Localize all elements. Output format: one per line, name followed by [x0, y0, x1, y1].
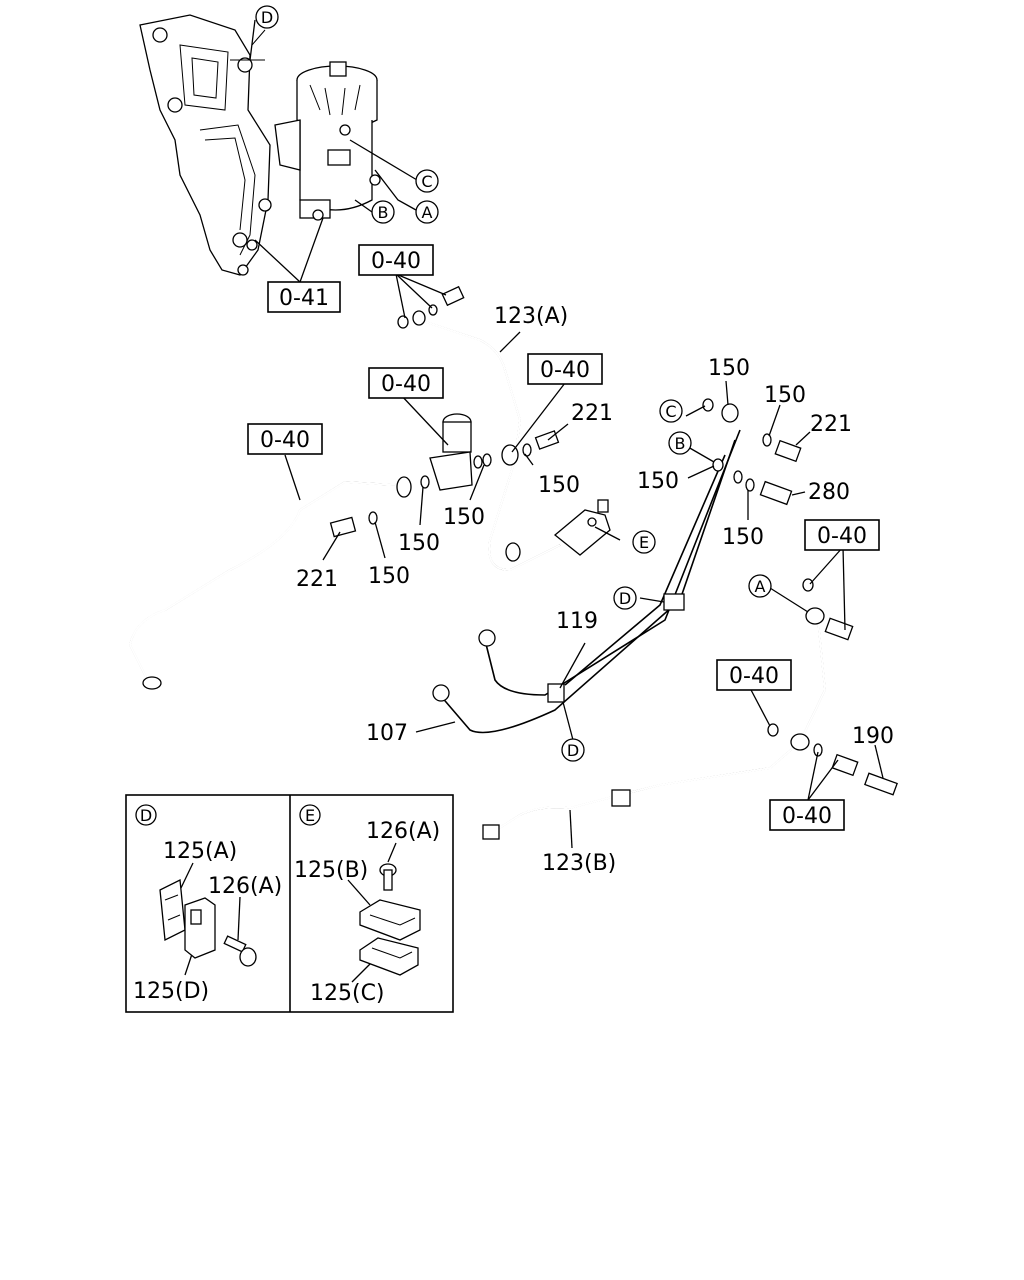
- label-150-f: 150: [764, 383, 806, 408]
- svg-text:B: B: [675, 434, 686, 453]
- detail-e: E 126(A) 125(B) 125(C): [294, 804, 440, 1006]
- svg-text:0-40: 0-40: [782, 804, 832, 829]
- svg-text:0-40: 0-40: [817, 524, 867, 549]
- svg-text:D: D: [140, 806, 152, 825]
- svg-text:C: C: [421, 172, 432, 191]
- pipe-long-left: [128, 480, 396, 690]
- svg-text:0-40: 0-40: [260, 428, 310, 453]
- label-125d: 125(D): [133, 979, 209, 1004]
- svg-text:0-41: 0-41: [279, 286, 329, 311]
- svg-text:B: B: [378, 203, 389, 222]
- callout-d-right: D: [613, 586, 637, 610]
- ref-box-0-40-c: 0-40: [368, 367, 444, 399]
- label-280: 280: [808, 480, 850, 505]
- ref-box-0-40-g: 0-40: [769, 799, 845, 831]
- svg-text:A: A: [755, 577, 766, 596]
- detail-panel: [125, 794, 454, 1013]
- label-126a-d: 126(A): [208, 874, 282, 899]
- label-150-c: 150: [398, 531, 440, 556]
- label-150-a: 150: [538, 473, 580, 498]
- fittings-right: [702, 398, 898, 796]
- filter-leaders: [254, 139, 418, 283]
- callout-a-filter: A: [415, 200, 439, 224]
- label-150-b: 150: [443, 505, 485, 530]
- detail-d: D 125(A) 126(A) 125(D): [133, 804, 282, 1004]
- callout-b-right: B: [668, 431, 692, 455]
- fitting-top: [397, 285, 560, 562]
- leader-lines: [284, 273, 884, 849]
- svg-text:0-40: 0-40: [540, 358, 590, 383]
- fitting-e-bracket: [553, 499, 611, 556]
- callout-d-bracket: D: [255, 5, 279, 29]
- label-126a-e: 126(A): [366, 819, 440, 844]
- label-190: 190: [852, 724, 894, 749]
- label-150-g: 150: [637, 469, 679, 494]
- ref-box-0-40-d: 0-40: [247, 423, 323, 455]
- label-221-c: 221: [810, 412, 852, 437]
- label-221-a: 221: [571, 401, 613, 426]
- svg-text:D: D: [261, 8, 273, 27]
- pipe-123b: [482, 607, 827, 840]
- ref-box-0-40-f: 0-40: [716, 659, 792, 691]
- callout-d-lower: D: [561, 738, 585, 762]
- label-150-d: 150: [368, 564, 410, 589]
- svg-text:A: A: [422, 203, 433, 222]
- banjo-junction: [329, 413, 492, 538]
- label-221-b: 221: [296, 567, 338, 592]
- part-labels: 123(A) 221 150 150 150 150 221 150 150 2…: [296, 304, 894, 876]
- ref-box-0-40-e: 0-40: [804, 519, 880, 551]
- label-123a: 123(A): [494, 304, 568, 329]
- label-107: 107: [366, 721, 408, 746]
- label-150-e: 150: [708, 356, 750, 381]
- label-125b: 125(B): [294, 858, 368, 883]
- callout-c-right: C: [659, 399, 683, 423]
- callout-b-filter: B: [371, 200, 395, 224]
- callout-e-right: E: [632, 530, 656, 554]
- label-125a: 125(A): [163, 839, 237, 864]
- pipe-119-107: [432, 429, 741, 734]
- callout-c-filter: C: [415, 169, 439, 193]
- svg-text:D: D: [567, 741, 579, 760]
- pipe-123a: [419, 319, 561, 572]
- svg-text:C: C: [665, 402, 676, 421]
- svg-text:0-40: 0-40: [729, 664, 779, 689]
- ref-box-0-40-b: 0-40: [527, 353, 603, 385]
- label-125c: 125(C): [310, 981, 385, 1006]
- svg-text:0-40: 0-40: [381, 372, 431, 397]
- engine-bracket: [139, 14, 272, 276]
- svg-text:D: D: [619, 589, 631, 608]
- ref-box-0-41: 0-41: [267, 281, 341, 313]
- label-150-h: 150: [722, 525, 764, 550]
- svg-text:0-40: 0-40: [371, 249, 421, 274]
- svg-text:E: E: [305, 806, 315, 825]
- ref-box-0-40-a: 0-40: [358, 244, 434, 276]
- callout-a-right: A: [748, 574, 772, 598]
- label-123b: 123(B): [542, 851, 616, 876]
- fuel-filter: [274, 61, 381, 221]
- svg-text:E: E: [639, 533, 649, 552]
- label-119: 119: [556, 609, 598, 634]
